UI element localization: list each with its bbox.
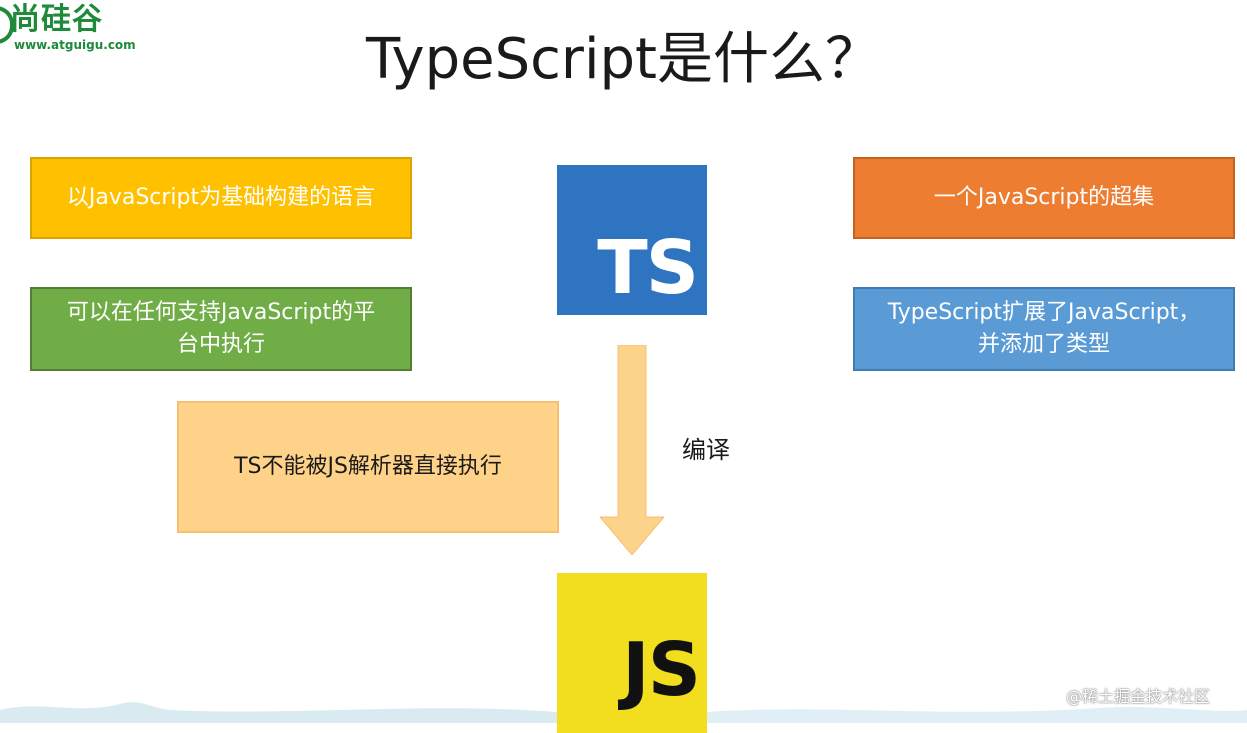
box-built-on-javascript-text: 以JavaScript为基础构建的语言 — [66, 185, 376, 210]
atguigu-logo-icon: 尚硅谷 www.atguigu.com — [0, 0, 160, 60]
box-runs-anywhere: 可以在任何支持JavaScript的平台中执行 — [30, 287, 412, 371]
javascript-logo: JS — [557, 573, 707, 733]
box-not-directly-executable: TS不能被JS解析器直接执行 — [177, 401, 559, 533]
logo-name: 尚硅谷 — [10, 2, 103, 37]
logo-url: www.atguigu.com — [14, 38, 136, 52]
box-extends-with-types: TypeScript扩展了JavaScript，并添加了类型 — [853, 287, 1235, 371]
typescript-logo: TS — [557, 165, 707, 315]
box-built-on-javascript: 以JavaScript为基础构建的语言 — [30, 157, 412, 239]
javascript-logo-text: JS — [622, 627, 701, 713]
bottom-wave-decoration — [0, 702, 1247, 723]
box-superset-text: 一个JavaScript的超集 — [933, 185, 1155, 210]
box-runs-anywhere-text: 可以在任何支持JavaScript的平台中执行 — [66, 300, 376, 357]
box-superset: 一个JavaScript的超集 — [853, 157, 1235, 239]
watermark: @稀土掘金技术社区 — [1066, 687, 1211, 706]
box-not-directly-executable-text: TS不能被JS解析器直接执行 — [234, 454, 502, 479]
compile-label: 编译 — [682, 436, 730, 464]
arrow-down-icon — [600, 345, 664, 555]
typescript-logo-text: TS — [597, 225, 699, 311]
box-extends-with-types-text: TypeScript扩展了JavaScript，并添加了类型 — [887, 300, 1201, 357]
page-title: TypeScript是什么？ — [365, 27, 882, 92]
